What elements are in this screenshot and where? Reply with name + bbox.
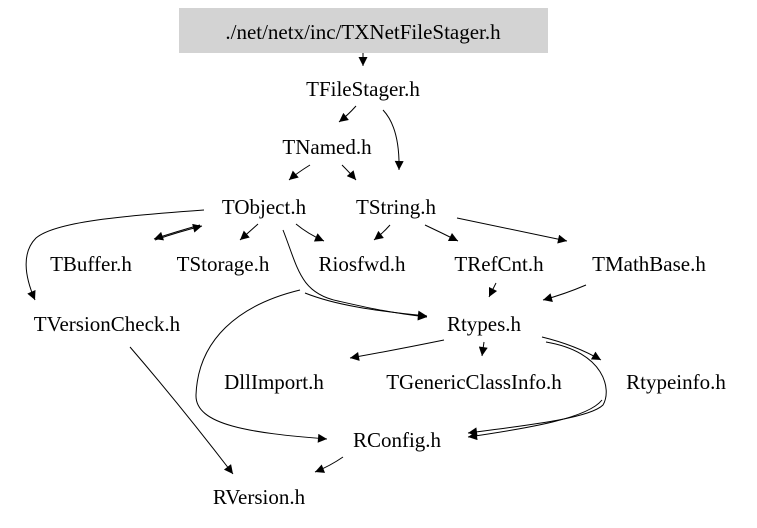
node-riosfwd[interactable]: Riosfwd.h [319,252,406,276]
edge-tobject-to-tversioncheck [25,209,205,301]
node-rversion[interactable]: RVersion.h [213,485,306,509]
node-txnetfilestager[interactable]: ./net/netx/inc/TXNetFileStager.h [225,20,501,44]
node-tbuffer[interactable]: TBuffer.h [50,252,132,276]
edge-rconfig-to-rversion [314,456,344,473]
edge-tmathbase-to-rtypes [542,284,587,302]
node-dllimport[interactable]: DllImport.h [224,370,324,394]
node-tgenericclassinfo[interactable]: TGenericClassInfo.h [386,370,562,394]
node-tversioncheck[interactable]: TVersionCheck.h [34,312,181,336]
edge-rtypes-to-rconfig [467,341,607,437]
node-tstorage[interactable]: TStorage.h [177,252,270,276]
edge-rtypes-to-rtypeinfo [541,336,602,361]
node-tstring[interactable]: TString.h [356,195,436,219]
edge-rtypes-to-tgenericclassinfo [478,341,488,357]
node-tobject[interactable]: TObject.h [222,195,307,219]
edge-tobject-to-riosfwd [295,223,325,242]
edge-tstring-to-riosfwd [373,224,391,241]
edges [25,53,607,475]
edge-tnamed-to-tobject [288,164,311,181]
node-rconfig[interactable]: RConfig.h [353,428,442,452]
node-labels: ./net/netx/inc/TXNetFileStager.h TFileSt… [34,20,727,509]
node-trefcnt[interactable]: TRefCnt.h [454,252,544,276]
node-tmathbase[interactable]: TMathBase.h [592,252,706,276]
node-tfilestager[interactable]: TFileStager.h [306,77,420,101]
edge-tbuffer-to-tobject [154,223,203,241]
node-rtypeinfo[interactable]: Rtypeinfo.h [626,370,726,394]
edge-tstring-to-rtypes [304,292,428,320]
edge-tfilestager-to-tstring [382,109,404,171]
edge-tobject-to-rconfig [195,289,328,443]
node-tnamed[interactable]: TNamed.h [282,135,372,159]
root-node-box [179,8,548,53]
node-rtypes[interactable]: Rtypes.h [447,312,522,336]
edge-rtypeinfo-to-rconfig [467,399,603,441]
edge-tobject-to-tstorage [239,223,259,241]
edge-tfilestager-to-tnamed [338,105,357,123]
edge-tobject-to-tbuffer [153,224,201,241]
edge-trefcnt-to-rtypes [488,282,498,298]
edge-tversioncheck-to-rversion [129,346,234,475]
edge-rtypes-to-dllimport [349,339,445,361]
edge-tnamed-to-tstring [341,164,357,181]
edge-tstring-to-tmathbase [456,217,568,244]
edge-tstring-to-trefcnt [424,224,459,242]
